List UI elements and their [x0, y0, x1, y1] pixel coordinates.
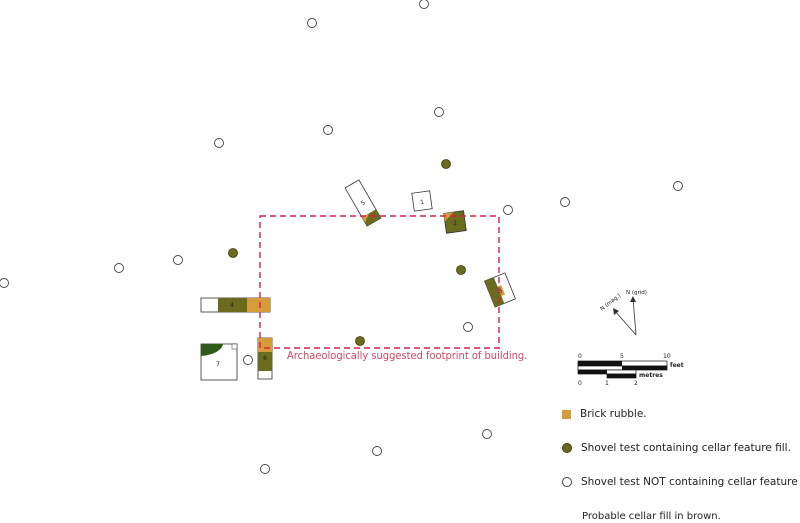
shovel-test-empty	[114, 263, 124, 273]
feet-tick-10: 10	[663, 353, 671, 360]
unit-2: 2	[443, 210, 467, 234]
north-grid-label: N (grid)	[626, 290, 647, 296]
shovel-test-empty	[260, 464, 270, 474]
shovel-test-fill	[355, 336, 365, 346]
metres-unit: metres	[639, 372, 663, 379]
legend-shovel-fill-label: Shovel test containing cellar feature fi…	[581, 442, 791, 454]
feet-tick-0: 0	[578, 353, 582, 360]
unit-label: 2	[453, 220, 458, 227]
unit-label: 3	[497, 287, 503, 295]
filled-shovel-tests	[228, 159, 466, 346]
legend-brick: Brick rubble.	[562, 408, 647, 420]
north-arrow: N (grid) N (mag.)	[600, 290, 647, 336]
brick-rubble-swatch	[562, 409, 571, 419]
north-mag-label: N (mag.)	[600, 293, 623, 313]
metre-tick-1: 1	[605, 380, 609, 387]
shovel-test-fill	[228, 248, 238, 258]
unit-label: 7	[216, 361, 220, 368]
shovel-test-fill	[441, 159, 451, 169]
metre-tick-0: 0	[578, 380, 582, 387]
shovel-test-empty	[372, 446, 382, 456]
feet-tick-5: 5	[620, 353, 624, 360]
shovel-test-empty	[173, 255, 183, 265]
unit-7: 7	[200, 343, 238, 381]
unit-5: 5	[344, 179, 382, 227]
unit-3: 3	[484, 272, 516, 308]
unit-label: 4	[230, 302, 234, 309]
shovel-test-empty	[673, 181, 683, 191]
empty-shovel-tests	[0, 0, 683, 474]
shovel-test-fill	[456, 265, 466, 275]
shovel-empty-swatch	[562, 477, 572, 487]
shovel-test-empty	[243, 355, 253, 365]
legend-shovel-empty-label: Shovel test NOT containing cellar featur…	[581, 476, 800, 488]
unit-label: 1	[420, 199, 425, 206]
building-footprint-outline	[259, 215, 500, 349]
shovel-test-empty	[323, 125, 333, 135]
legend-note: Probable cellar fill in brown.	[582, 511, 721, 522]
shovel-test-empty	[0, 278, 9, 288]
shovel-test-empty	[503, 205, 513, 215]
footprint-label: Archaeologically suggested footprint of …	[287, 349, 528, 362]
shovel-test-empty	[419, 0, 429, 9]
shovel-test-empty	[463, 322, 473, 332]
shovel-test-empty	[482, 429, 492, 439]
metre-tick-2: 2	[634, 380, 638, 387]
unit-4: 4	[200, 297, 271, 313]
shovel-fill-swatch	[562, 443, 572, 453]
legend-shovel-empty: Shovel test NOT containing cellar featur…	[562, 476, 800, 488]
shovel-test-empty	[214, 138, 224, 148]
shovel-test-empty	[434, 107, 444, 117]
legend-shovel-fill: Shovel test containing cellar feature fi…	[562, 442, 791, 454]
legend-brick-label: Brick rubble.	[580, 408, 647, 420]
unit-label: 6	[263, 355, 267, 362]
shovel-test-empty	[307, 18, 317, 28]
scale-bar: 0 5 10 feet metres 0 1 2	[577, 353, 684, 387]
shovel-test-empty	[560, 197, 570, 207]
unit-1: 1	[411, 190, 433, 212]
unit-label: 5	[360, 199, 367, 207]
feet-unit: feet	[670, 362, 684, 369]
